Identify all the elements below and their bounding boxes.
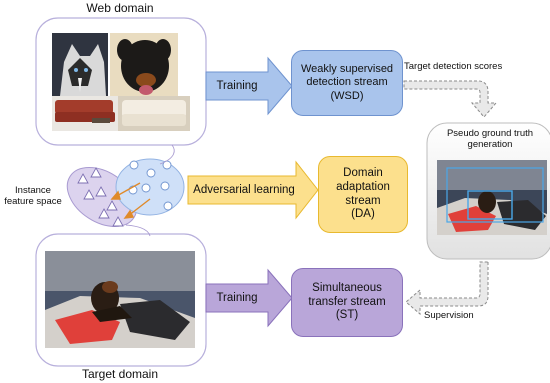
web-domain-title: Web domain [86, 1, 154, 15]
pseudo-gt-line2: generation [467, 138, 513, 150]
detection-scores-arrow [403, 80, 498, 118]
training-arrow-top [205, 56, 293, 116]
wsd-stream-box: Weakly supervised detection stream (WSD) [291, 50, 403, 116]
da-line1: Domain [343, 166, 383, 179]
st-line1: Simultaneous [312, 281, 382, 294]
training-top-label: Training [216, 80, 258, 92]
target-image-dog-bed [45, 251, 195, 348]
st-line3: (ST) [335, 309, 359, 322]
web-to-feature-connector [159, 144, 175, 165]
web-image-rottweiler [110, 33, 178, 96]
target-detection-scores-label: Target detection scores [404, 61, 503, 72]
web-image-red-sofa [52, 96, 118, 131]
web-instance-circles [128, 160, 173, 211]
pseudo-gt-title: Pseudo ground truth generation [430, 128, 550, 151]
feature-space-line2: feature space [4, 195, 62, 207]
wsd-line1: Weakly supervised [300, 63, 394, 76]
st-line2: transfer stream [308, 295, 386, 308]
feature-space-label: Instance feature space [0, 185, 66, 208]
wsd-line3: (WSD) [330, 89, 364, 102]
feature-alignment-arrows [110, 182, 151, 219]
supervision-arrow [405, 261, 489, 316]
adversarial-label: Adversarial learning [193, 184, 295, 196]
da-line2: adaptation [336, 180, 390, 193]
da-line4: (DA) [351, 208, 375, 221]
training-arrow-bottom [205, 268, 293, 328]
wsd-line2: detection stream [306, 76, 388, 89]
target-to-feature-connector [125, 224, 151, 237]
da-stream-box: Domain adaptation stream (DA) [318, 156, 408, 233]
st-stream-box: Simultaneous transfer stream (ST) [291, 268, 403, 337]
feature-space-line1: Instance [15, 185, 51, 196]
adversarial-arrow [187, 160, 319, 220]
supervision-label: Supervision [424, 310, 474, 321]
pseudo-gt-image [437, 160, 547, 235]
web-image-white-sofa [118, 96, 190, 131]
target-domain-title: Target domain [81, 367, 159, 381]
web-image-husky [52, 33, 108, 96]
da-line3: stream [345, 194, 381, 207]
pseudo-gt-line1: Pseudo ground truth [446, 128, 534, 139]
target-instance-triangles [77, 167, 124, 227]
training-bottom-label: Training [216, 292, 258, 304]
